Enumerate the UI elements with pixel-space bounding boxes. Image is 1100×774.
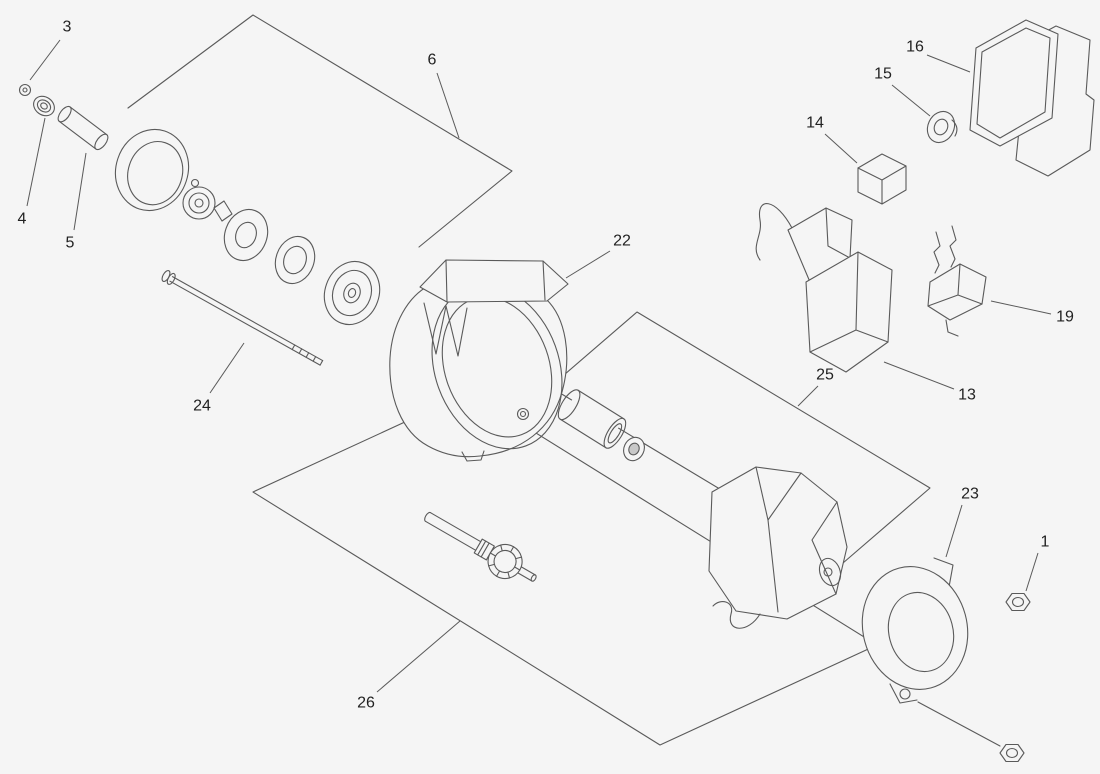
leader-line-23: [945, 504, 963, 558]
leader-line-22: [565, 250, 611, 279]
through-bolt-drawing: [161, 270, 324, 366]
leader-line-14: [824, 133, 858, 164]
drive-band-drawing: [114, 128, 190, 212]
part-number-3: 3: [63, 19, 72, 36]
part-number-6: 6: [428, 52, 437, 69]
bearing-drawing: [182, 178, 216, 220]
spring-retainer-drawing: [323, 260, 381, 326]
part-number-14: 14: [806, 115, 824, 132]
bushing-drawing: [926, 110, 958, 144]
leader-line-1: [1025, 552, 1039, 592]
gear-housing-drawing: [708, 466, 848, 629]
washer-drawing: [33, 95, 55, 117]
part-number-19: 19: [1056, 309, 1074, 326]
leader-line-24: [209, 342, 245, 394]
part-number-5: 5: [66, 235, 75, 252]
thrust-washer-drawing: [274, 235, 316, 285]
part-number-4: 4: [18, 211, 27, 228]
end-cap-drawing: [969, 19, 1095, 177]
hex-nut-top-drawing: [1005, 592, 1031, 612]
part-number-22: 22: [613, 233, 631, 250]
leader-line-16: [926, 54, 971, 73]
leader-line-26: [376, 620, 461, 693]
hex-nut-bottom-drawing: [999, 743, 1025, 763]
part-number-16: 16: [906, 39, 924, 56]
part-number-1: 1: [1041, 534, 1050, 551]
part-number-13: 13: [958, 387, 976, 404]
assembly-6-bracket-lines: [127, 14, 513, 248]
spacer-tube-drawing: [57, 105, 109, 151]
leader-line-19: [990, 300, 1052, 315]
pinion-drawing: [213, 200, 269, 262]
leader-lines: [26, 39, 1052, 693]
armature-shaft-drawing: [424, 511, 537, 582]
leader-line-4: [26, 117, 46, 207]
brush-holder-drawing: [755, 203, 893, 373]
small-washer-drawing: [623, 436, 645, 462]
leader-line-25: [797, 385, 819, 407]
brush-terminal-drawing: [927, 225, 987, 337]
dust-cover-drawing: [861, 557, 1001, 747]
part-number-25: 25: [816, 367, 834, 384]
part-number-23: 23: [961, 486, 979, 503]
spacer-sleeve-drawing: [557, 389, 627, 449]
leader-line-3: [29, 39, 61, 81]
retaining-ring-drawing: [18, 83, 32, 97]
leader-line-13: [883, 361, 955, 390]
leader-line-5: [73, 152, 87, 231]
part-labels: 3 4 5 6 22 24 25 26 23 1 13 14 15 16 19: [18, 19, 1074, 712]
part-number-24: 24: [193, 398, 211, 415]
part-number-15: 15: [874, 66, 892, 83]
leader-line-15: [891, 84, 931, 117]
brush-drawing: [857, 153, 907, 205]
leader-line-6: [436, 72, 460, 139]
part-number-26: 26: [357, 695, 375, 712]
starter-motor-drawing: [389, 259, 569, 462]
